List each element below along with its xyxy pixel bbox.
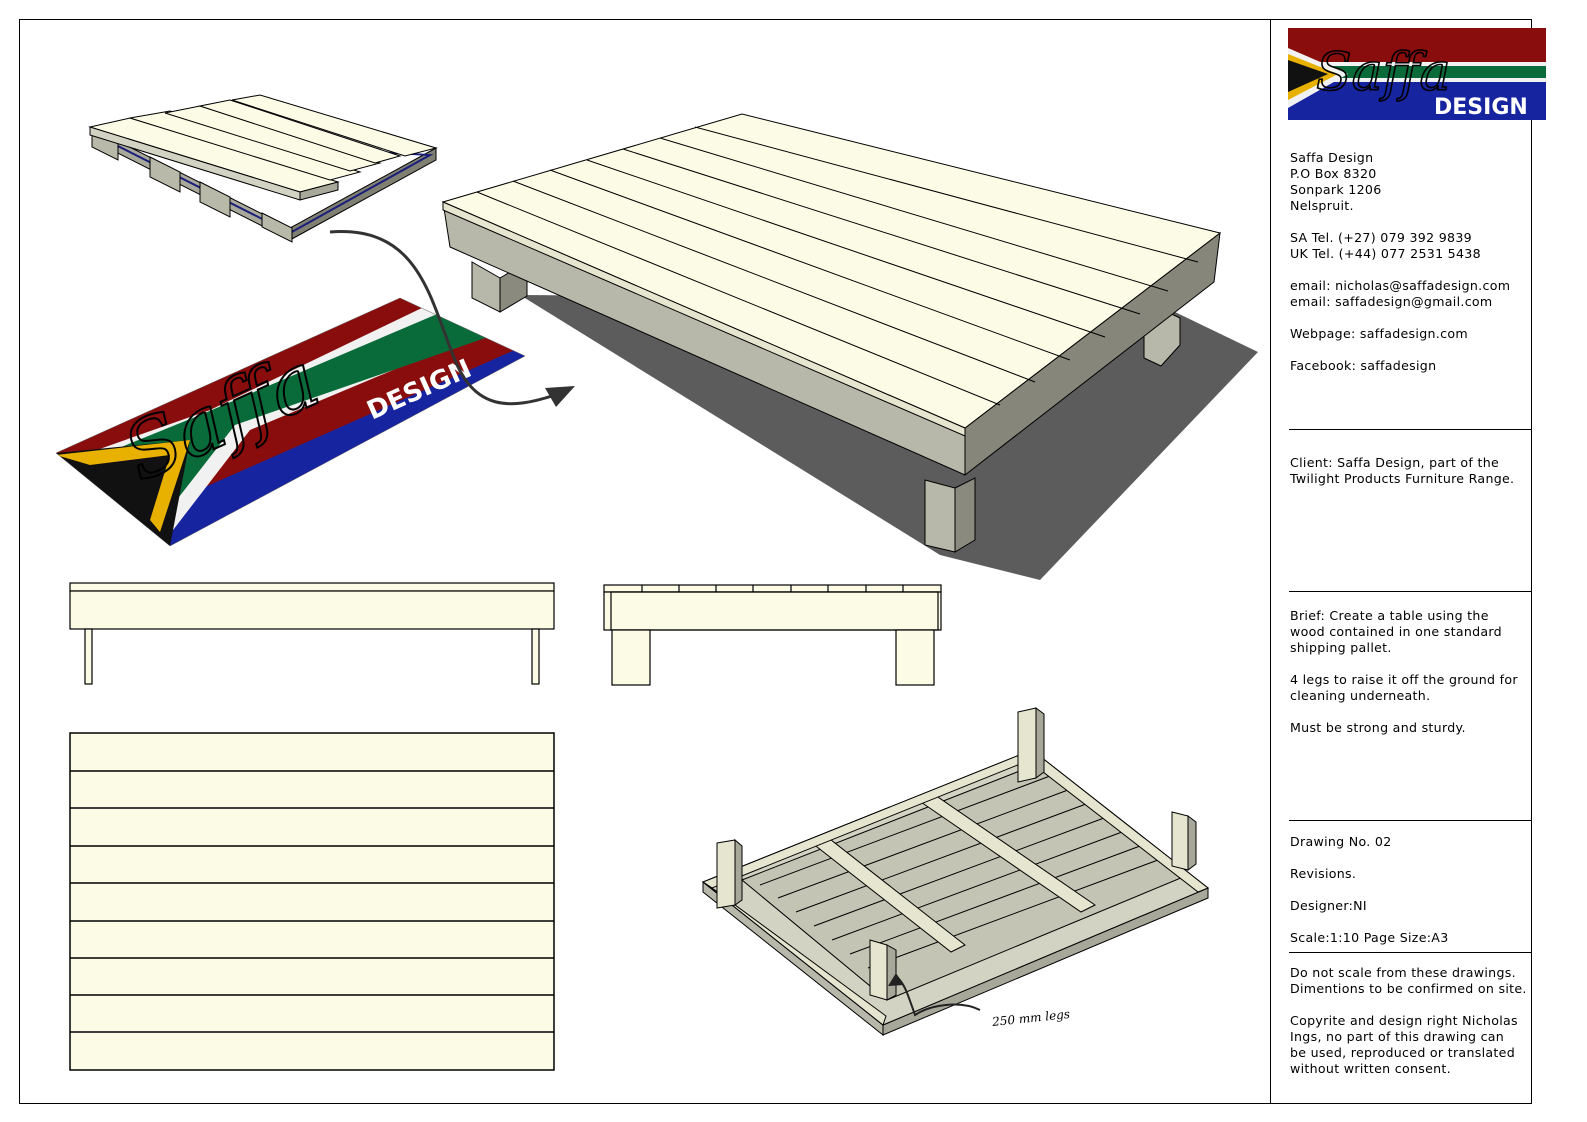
scale: Scale:1:10	[1290, 930, 1360, 945]
separator-4	[1289, 952, 1532, 953]
drawing-number: Drawing No. 02	[1290, 834, 1392, 849]
brief-line-6: Must be strong and sturdy.	[1290, 720, 1466, 735]
company-name: Saffa Design	[1290, 150, 1374, 165]
logo-floor-graphic: Saffa DESIGN	[55, 297, 526, 547]
note-line-6: without written consent.	[1290, 1061, 1451, 1076]
note-line-3: Copyrite and design right Nicholas	[1290, 1013, 1518, 1028]
title-block-divider	[1270, 19, 1271, 1104]
sa-phone: SA Tel. (+27) 079 392 9839	[1290, 230, 1472, 245]
leg-annotation-arrow	[897, 977, 981, 1017]
notes-block: Do not scale from these drawings. Diment…	[1290, 965, 1527, 1077]
contact-block: Saffa Design P.O Box 8320 Sonpark 1206 N…	[1290, 150, 1510, 374]
leg-arrow-head-icon	[888, 973, 904, 986]
client-line-1: Client: Saffa Design, part of the	[1290, 455, 1500, 470]
brief-line-5: cleaning underneath.	[1290, 688, 1431, 703]
drawing-border	[19, 19, 1532, 1104]
separator-1	[1289, 429, 1532, 430]
po-box: P.O Box 8320	[1290, 166, 1377, 181]
transform-arrow	[329, 230, 556, 406]
facebook: Facebook: saffadesign	[1290, 358, 1437, 373]
arrow-head-icon	[545, 386, 575, 407]
logo-word: DESIGN	[1434, 95, 1528, 120]
drawing-info-block: Drawing No. 02 Revisions. Designer:NI Sc…	[1290, 834, 1449, 946]
brief-line-1: Brief: Create a table using the	[1290, 608, 1489, 623]
revisions: Revisions.	[1290, 866, 1357, 881]
note-line-4: Ings, no part of this drawing can	[1290, 1029, 1505, 1044]
city: Nelspruit.	[1290, 198, 1354, 213]
side-elevation	[69, 582, 555, 685]
designer: Designer:NI	[1290, 898, 1367, 913]
table-3d-view	[441, 113, 1258, 580]
brief-line-3: shipping pallet.	[1290, 640, 1392, 655]
webpage: Webpage: saffadesign.com	[1290, 326, 1468, 341]
brief-line-4: 4 legs to raise it off the ground for	[1290, 672, 1518, 687]
separator-2	[1289, 591, 1532, 592]
plan-view	[69, 732, 555, 1071]
email-secondary: email: saffadesign@gmail.com	[1290, 294, 1493, 309]
company-logo: Saffa DESIGN	[1288, 28, 1546, 120]
end-elevation	[603, 584, 942, 686]
pallet-sketch	[88, 94, 438, 243]
separator-3	[1289, 820, 1532, 821]
brief-line-2: wood contained in one standard	[1290, 624, 1502, 639]
note-line-1: Do not scale from these drawings.	[1290, 965, 1516, 980]
client-line-2: Twilight Products Furniture Range.	[1290, 471, 1515, 486]
uk-phone: UK Tel. (+44) 077 2531 5438	[1290, 246, 1481, 261]
note-line-5: be used, reproduced or translated	[1290, 1045, 1515, 1060]
email-primary: email: nicholas@saffadesign.com	[1290, 278, 1511, 293]
client-block: Client: Saffa Design, part of the Twilig…	[1290, 455, 1514, 487]
note-line-2: Dimentions to be confirmed on site.	[1290, 981, 1527, 996]
brief-block: Brief: Create a table using the wood con…	[1290, 608, 1518, 736]
underside-3d-view	[701, 707, 1209, 1037]
page-size: Page Size:A3	[1363, 930, 1449, 945]
area: Sonpark 1206	[1290, 182, 1382, 197]
logo-script: Saffa	[1316, 43, 1450, 103]
drawing-sheet: Saffa DESIGN	[55, 94, 1258, 1071]
